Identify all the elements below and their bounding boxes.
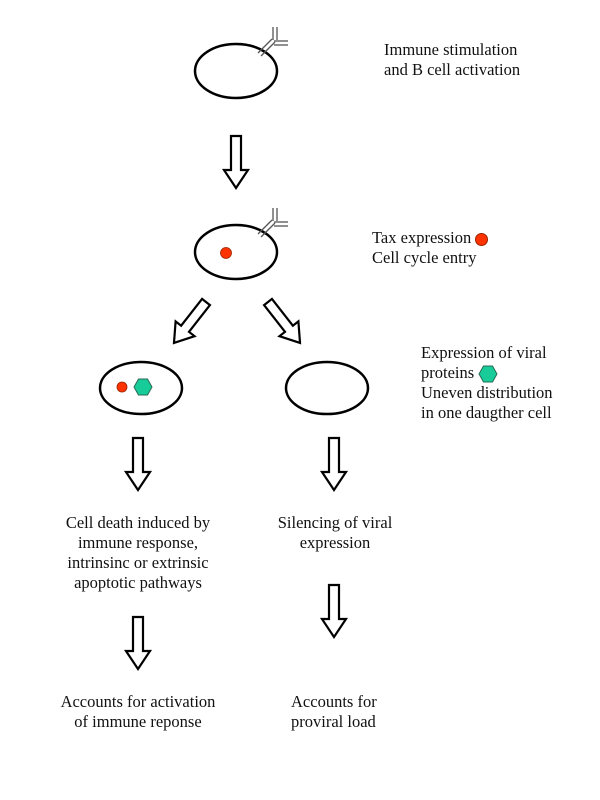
b-cell-resting	[193, 42, 279, 100]
tax-expression-text: Tax expression	[372, 228, 472, 247]
text-line: apoptotic pathways	[74, 573, 202, 592]
text-line: proteins	[421, 363, 553, 383]
tax-dot-icon	[475, 232, 489, 246]
text-line: intrinsinc or extrinsic	[67, 553, 209, 572]
arrow-down-right-icon	[257, 293, 311, 352]
label-proviral-load: Accounts for proviral load	[291, 692, 377, 732]
label-immune-activation: Accounts for activation of immune repons…	[38, 692, 238, 732]
arrow-down-icon	[124, 615, 152, 671]
b-cell-activated	[193, 223, 279, 281]
label-tax-expression: Tax expression Cell cycle entry	[372, 228, 489, 268]
arrow-down-icon	[320, 583, 348, 639]
label-cell-death: Cell death induced by immune response, i…	[38, 513, 238, 593]
text-line: of immune reponse	[74, 712, 202, 731]
text-line: Expression of viral	[421, 343, 547, 362]
text-line: Silencing of viral	[277, 513, 393, 532]
text-line: Uneven distribution	[421, 383, 553, 403]
text-line: Accounts for	[291, 692, 377, 711]
text-line: Cell death induced by	[65, 513, 211, 532]
text-line: Accounts for activation	[60, 692, 216, 711]
viral-protein-hex-icon	[478, 365, 498, 383]
arrow-down-left-icon	[163, 293, 217, 352]
text-line: in one daugther cell	[421, 403, 552, 423]
text-line: immune response,	[77, 533, 199, 552]
label-silencing: Silencing of viral expression	[260, 513, 410, 553]
arrow-down-icon	[222, 134, 250, 190]
text-line: Immune stimulation	[384, 40, 518, 59]
viral-protein-hex-icon	[133, 378, 153, 396]
tax-dot-icon	[116, 381, 128, 393]
text-line: and B cell activation	[384, 60, 521, 79]
text-line: proviral load	[291, 712, 376, 731]
text-line: expression	[299, 533, 371, 552]
text-line: Tax expression	[372, 228, 489, 248]
arrow-down-icon	[124, 436, 152, 492]
label-immune-stimulation: Immune stimulation and B cell activation	[384, 40, 520, 80]
daughter-cell-right	[284, 360, 370, 416]
text-line: Cell cycle entry	[372, 248, 477, 267]
proteins-text: proteins	[421, 363, 475, 382]
tax-dot-icon	[220, 247, 232, 259]
arrow-down-icon	[320, 436, 348, 492]
label-viral-proteins: Expression of viral proteins Uneven dist…	[421, 343, 553, 423]
